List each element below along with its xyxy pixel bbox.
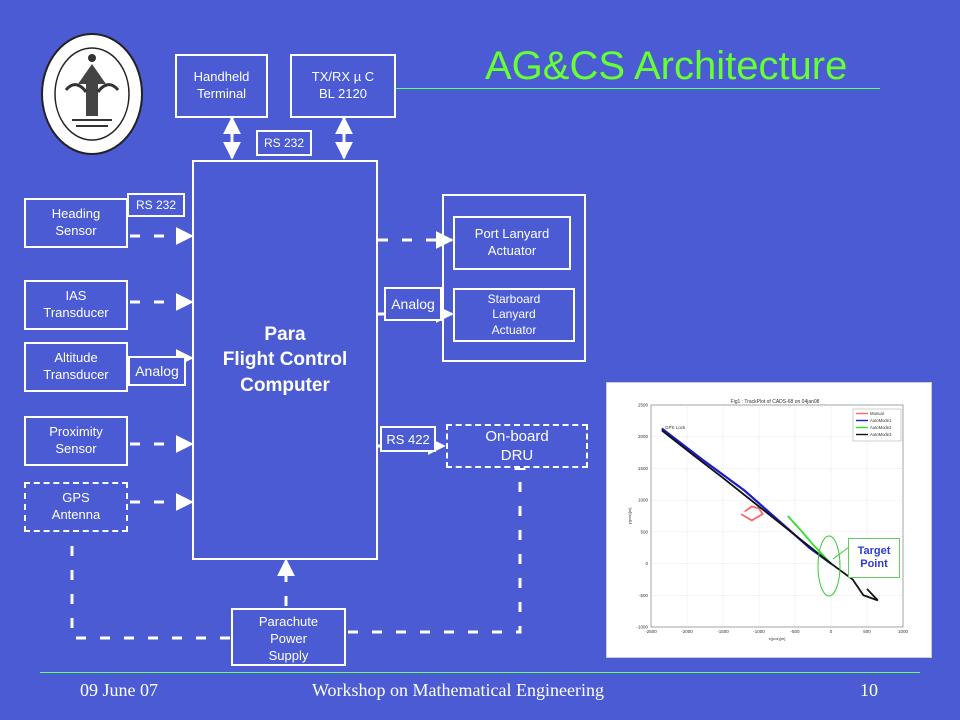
x-tick-label: -500 xyxy=(790,629,800,634)
x-tick-label: 500 xyxy=(863,629,871,634)
handheld-terminal-block: Handheld Terminal xyxy=(175,54,268,118)
flight-control-computer-label: Para Flight Control Computer xyxy=(222,323,348,396)
altitude-transducer-label: Altitude Transducer xyxy=(43,350,109,382)
plot-xlabel: x(pos)[m] xyxy=(769,636,786,641)
plot-title: Fig1 : TrackPlot of CADS-68 on 04jan08 xyxy=(731,399,820,405)
x-tick-label: 1000 xyxy=(898,629,909,634)
y-tick-label: 1500 xyxy=(638,466,649,471)
footer-event: Workshop on Mathematical Engineering xyxy=(312,680,604,700)
organisation-emblem-icon xyxy=(41,33,143,155)
starboard-lanyard-actuator-label: Starboard Lanyard Actuator xyxy=(487,291,541,337)
y-tick-label: 2000 xyxy=(638,434,649,439)
legend-entry: AutoMode1 xyxy=(870,418,892,423)
footer-rule xyxy=(40,672,920,673)
ias-transducer-label: IAS Transducer xyxy=(43,288,109,320)
heading-sensor-label: Heading Sensor xyxy=(51,206,101,238)
onboard-dru-block: On-board DRU xyxy=(446,424,588,468)
parachute-power-supply-label: Parachute Power Supply xyxy=(258,614,319,663)
x-tick-label: -2500 xyxy=(645,629,657,634)
analog-left-tag: Analog xyxy=(128,356,186,386)
target-point-label: Target Point xyxy=(848,538,900,578)
heading-sensor-block: Heading Sensor xyxy=(24,198,128,248)
y-tick-label: 500 xyxy=(640,529,648,534)
ias-transducer-block: IAS Transducer xyxy=(24,280,128,330)
footer-page-number: 10 xyxy=(860,680,878,700)
gps-lock-label: GPS Lock xyxy=(665,425,686,430)
y-tick-label: 2500 xyxy=(638,403,649,408)
y-tick-label: -500 xyxy=(639,593,649,598)
trackplot-chart: Fig1 : TrackPlot of CADS-68 on 04jan08 -… xyxy=(627,399,909,641)
handheld-terminal-label: Handheld Terminal xyxy=(193,69,250,101)
txrx-block: TX/RX µ C BL 2120 xyxy=(290,54,396,118)
series-line-automode3 xyxy=(661,429,879,602)
legend-entry: AutoMode3 xyxy=(870,432,892,437)
plot-ticks: -2500 -2000 -1500 -1000 -500 0 500 1000 -1000 -50… xyxy=(636,403,908,635)
onboard-dru-label: On-board DRU xyxy=(485,427,549,465)
series-line-automode2 xyxy=(787,515,832,565)
analog-right-tag: Analog xyxy=(384,287,442,321)
rs232-left-tag: RS 232 xyxy=(127,193,185,217)
y-tick-label: -1000 xyxy=(636,625,648,630)
plot-ylabel: y(pos)[m] xyxy=(627,508,632,525)
plot-frame xyxy=(650,404,904,628)
y-tick-label: 0 xyxy=(645,561,648,566)
target-ellipse xyxy=(817,535,841,597)
proximity-sensor-label: Proximity Sensor xyxy=(49,424,103,456)
y-tick-label: 1000 xyxy=(638,498,649,503)
proximity-sensor-block: Proximity Sensor xyxy=(24,416,128,466)
txrx-label: TX/RX µ C BL 2120 xyxy=(311,69,375,101)
x-tick-label: -1500 xyxy=(717,629,729,634)
legend-box xyxy=(852,408,902,442)
rs232-top-tag: RS 232 xyxy=(256,130,312,156)
plot-series xyxy=(661,427,879,602)
target-pointer xyxy=(832,546,850,560)
port-lanyard-actuator-block: Port Lanyard Actuator xyxy=(453,216,571,270)
page-title: AG&CS Architecture xyxy=(485,44,848,88)
legend-entry: Manual xyxy=(870,411,884,416)
legend-entry: AutoMode2 xyxy=(870,425,892,430)
actuator-group xyxy=(442,194,586,362)
gps-antenna-label: GPS Antenna xyxy=(51,490,101,522)
starboard-lanyard-actuator-block: Starboard Lanyard Actuator xyxy=(453,288,575,342)
parachute-power-supply-block: Parachute Power Supply xyxy=(231,608,346,666)
gps-antenna-block: GPS Antenna xyxy=(24,482,128,532)
title-rule xyxy=(320,88,880,89)
flight-control-computer-block: Para Flight Control Computer xyxy=(192,160,378,560)
x-tick-label: 0 xyxy=(830,629,833,634)
footer-date: 09 June 07 xyxy=(80,680,158,700)
series-line-manual xyxy=(740,505,764,522)
trackplot-panel: Fig1 : TrackPlot of CADS-68 on 04jan08 -… xyxy=(606,382,932,658)
x-tick-label: -1000 xyxy=(753,629,765,634)
rs422-tag: RS 422 xyxy=(380,426,436,452)
plot-grid xyxy=(650,404,904,628)
port-lanyard-actuator-label: Port Lanyard Actuator xyxy=(474,226,550,258)
altitude-transducer-block: Altitude Transducer xyxy=(24,342,128,392)
x-tick-label: -2000 xyxy=(681,629,693,634)
